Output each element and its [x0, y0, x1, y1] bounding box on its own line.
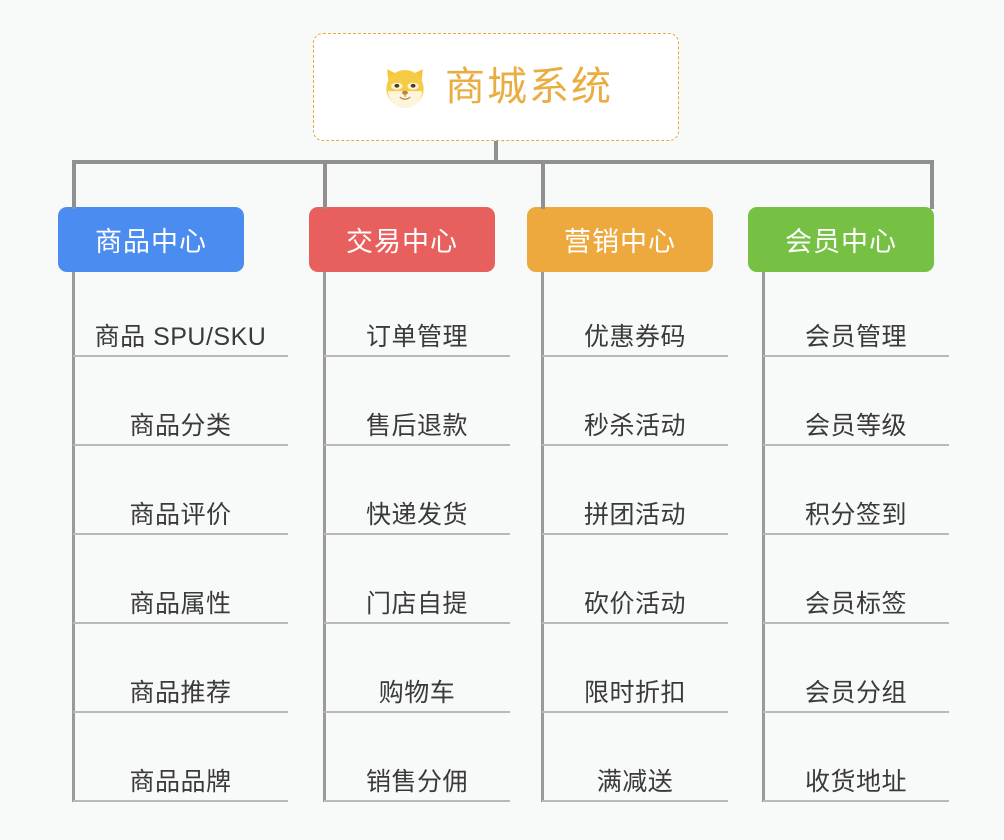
leaf-item[interactable]: 收货地址: [763, 755, 949, 802]
category-box-2[interactable]: 交易中心: [309, 207, 495, 272]
branch-trunk-1: [72, 272, 75, 802]
leaf-item-label: 限时折扣: [583, 678, 686, 707]
leaf-item-label: 会员标签: [804, 589, 907, 618]
leaf-item-label: 销售分佣: [365, 767, 468, 796]
leaf-item-label: 优惠券码: [583, 322, 686, 351]
leaf-item-label: 会员分组: [804, 678, 907, 707]
leaf-item[interactable]: 商品评价: [73, 488, 288, 535]
leaf-item-label: 售后退款: [365, 411, 468, 440]
category-label: 营销中心: [564, 227, 676, 257]
leaf-item-label: 拼团活动: [583, 500, 686, 529]
leaf-item-label: 秒杀活动: [583, 411, 686, 440]
leaf-item-label: 门店自提: [365, 589, 468, 618]
leaf-item-label: 商品品牌: [129, 767, 232, 796]
category-box-3[interactable]: 营销中心: [527, 207, 713, 272]
leaf-item-label: 砍价活动: [583, 589, 686, 618]
connector-drop-4: [930, 160, 934, 209]
leaf-item[interactable]: 订单管理: [324, 310, 510, 357]
shiba-dog-icon: [379, 61, 431, 113]
leaf-item-label: 积分签到: [804, 500, 907, 529]
leaf-item-label: 购物车: [378, 678, 456, 707]
branch-trunk-4: [762, 272, 765, 802]
leaf-item[interactable]: 砍价活动: [542, 577, 728, 624]
leaf-item[interactable]: 积分签到: [763, 488, 949, 535]
leaf-item-label: 快递发货: [365, 500, 468, 529]
leaf-item[interactable]: 拼团活动: [542, 488, 728, 535]
leaf-item[interactable]: 会员等级: [763, 399, 949, 446]
leaf-item[interactable]: 快递发货: [324, 488, 510, 535]
category-label: 交易中心: [346, 227, 458, 257]
category-label: 会员中心: [785, 227, 897, 257]
leaf-item[interactable]: 商品 SPU/SKU: [73, 310, 288, 357]
leaf-item[interactable]: 门店自提: [324, 577, 510, 624]
leaf-item[interactable]: 优惠券码: [542, 310, 728, 357]
connector-horizontal-bus: [72, 160, 934, 164]
leaf-item-label: 收货地址: [804, 767, 907, 796]
branch-trunk-3: [541, 272, 544, 802]
category-box-4[interactable]: 会员中心: [748, 207, 934, 272]
leaf-item-label: 商品推荐: [129, 678, 232, 707]
root-title: 商城系统: [445, 65, 613, 109]
leaf-item[interactable]: 满减送: [542, 755, 728, 802]
connector-drop-3: [541, 160, 545, 209]
root-node[interactable]: 商城系统: [313, 33, 679, 141]
leaf-item[interactable]: 秒杀活动: [542, 399, 728, 446]
connector-drop-2: [323, 160, 327, 209]
leaf-item-label: 订单管理: [365, 322, 468, 351]
leaf-item[interactable]: 会员分组: [763, 666, 949, 713]
connector-root-stem: [494, 141, 498, 163]
leaf-item[interactable]: 会员标签: [763, 577, 949, 624]
leaf-item-label: 会员等级: [804, 411, 907, 440]
leaf-item-label: 商品属性: [129, 589, 232, 618]
leaf-item-label: 商品 SPU/SKU: [94, 322, 267, 351]
leaf-item[interactable]: 会员管理: [763, 310, 949, 357]
category-label: 商品中心: [95, 227, 207, 257]
leaf-item[interactable]: 商品分类: [73, 399, 288, 446]
leaf-item[interactable]: 商品推荐: [73, 666, 288, 713]
leaf-item[interactable]: 销售分佣: [324, 755, 510, 802]
leaf-item-label: 满减送: [596, 767, 674, 796]
leaf-item[interactable]: 售后退款: [324, 399, 510, 446]
connector-drop-1: [72, 160, 76, 209]
leaf-item-label: 商品分类: [129, 411, 232, 440]
leaf-item[interactable]: 购物车: [324, 666, 510, 713]
leaf-item[interactable]: 限时折扣: [542, 666, 728, 713]
leaf-item-label: 商品评价: [129, 500, 232, 529]
leaf-item[interactable]: 商品属性: [73, 577, 288, 624]
leaf-item[interactable]: 商品品牌: [73, 755, 288, 802]
branch-trunk-2: [323, 272, 326, 802]
category-box-1[interactable]: 商品中心: [58, 207, 244, 272]
leaf-item-label: 会员管理: [804, 322, 907, 351]
